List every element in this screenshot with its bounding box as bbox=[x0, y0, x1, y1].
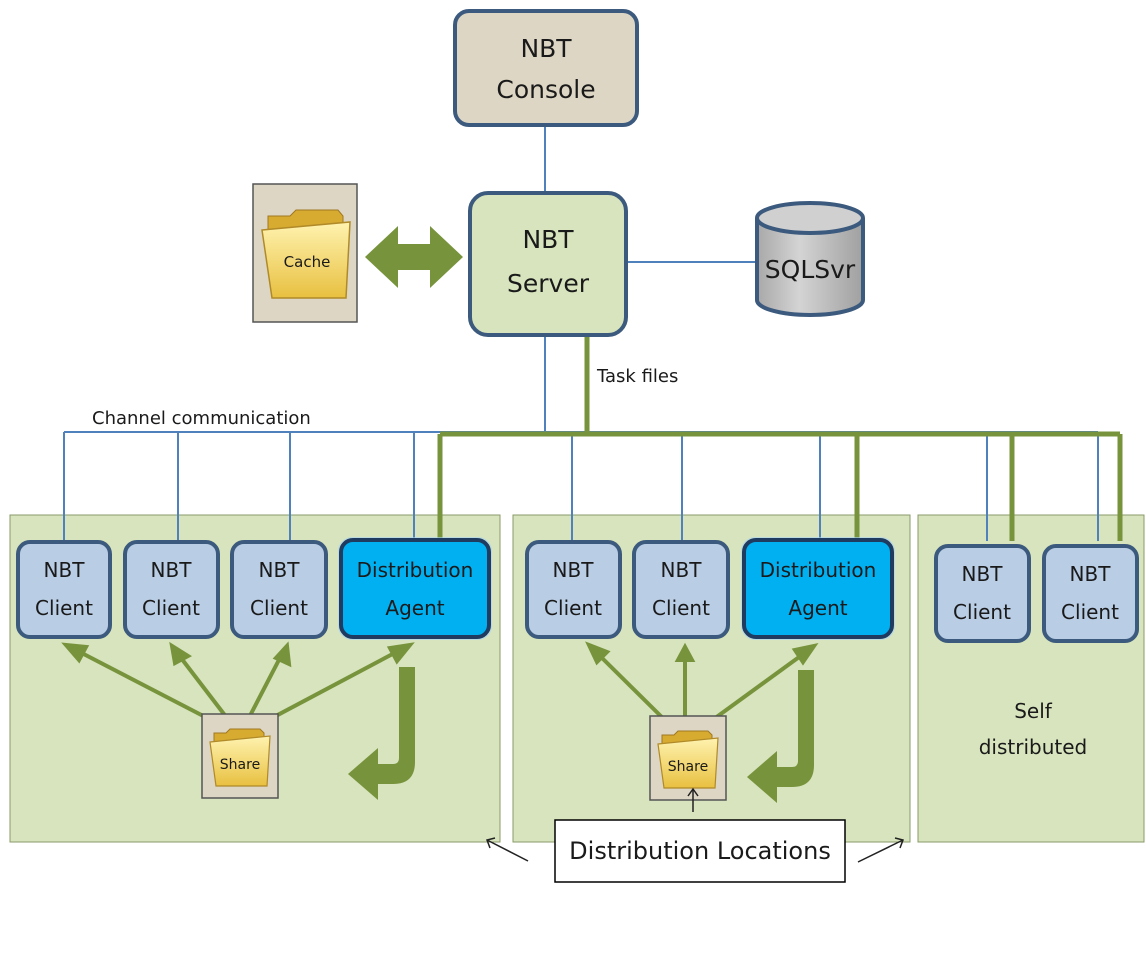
distribution-agent-node: Distribution Agent bbox=[338, 537, 492, 640]
share-label: Share bbox=[220, 757, 260, 773]
svg-text:NBT: NBT bbox=[522, 225, 574, 254]
share-label: Share bbox=[668, 759, 708, 775]
distribution-locations-callout: Distribution Locations bbox=[486, 787, 904, 883]
task-files-label: Task files bbox=[596, 366, 678, 387]
svg-text:Client: Client bbox=[953, 600, 1011, 624]
agent-to-share-curved-arrow bbox=[747, 670, 814, 803]
pointer-arrow-left bbox=[486, 839, 529, 862]
svg-text:NBT: NBT bbox=[661, 558, 703, 582]
nbt-client-node: NBT Client bbox=[123, 540, 220, 639]
svg-text:Client: Client bbox=[1061, 600, 1119, 624]
svg-text:NBT: NBT bbox=[962, 562, 1004, 586]
database-icon: SQLSvr bbox=[755, 201, 865, 317]
self-distributed-label: Self bbox=[1014, 699, 1053, 723]
folder-icon bbox=[261, 209, 351, 299]
channel-communication-label: Channel communication bbox=[92, 408, 311, 429]
svg-text:Agent: Agent bbox=[385, 596, 444, 620]
nbt-client-node: NBT Client bbox=[16, 540, 112, 639]
task-file-lines bbox=[437, 335, 1123, 541]
svg-text:NBT: NBT bbox=[520, 34, 572, 63]
svg-text:Client: Client bbox=[544, 596, 602, 620]
svg-text:Agent: Agent bbox=[788, 596, 847, 620]
nbt-client-node: NBT Client bbox=[525, 540, 622, 639]
nbt-server-node: NBT Server bbox=[468, 191, 628, 337]
nbt-console-node: NBT Console bbox=[453, 9, 639, 127]
svg-text:NBT: NBT bbox=[259, 558, 301, 582]
nbt-client-node: NBT Client bbox=[632, 540, 730, 639]
svg-text:Distribution: Distribution bbox=[760, 558, 877, 582]
svg-text:Client: Client bbox=[250, 596, 308, 620]
cache-node: Cache bbox=[252, 183, 358, 323]
folder-icon bbox=[209, 728, 271, 787]
share-node: Share bbox=[649, 715, 727, 801]
svg-text:Client: Client bbox=[652, 596, 710, 620]
svg-text:Client: Client bbox=[35, 596, 93, 620]
cache-server-double-arrow bbox=[365, 226, 463, 288]
distribution-locations-label: Distribution Locations bbox=[569, 837, 831, 865]
agent-to-share-curved-arrow bbox=[348, 667, 415, 800]
svg-text:Distribution: Distribution bbox=[357, 558, 474, 582]
pointer-arrow-right bbox=[857, 839, 904, 863]
nbt-client-node: NBT Client bbox=[230, 540, 328, 639]
nbt-client-node: NBT Client bbox=[934, 544, 1031, 643]
self-distributed-label: distributed bbox=[979, 735, 1088, 759]
svg-text:NBT: NBT bbox=[553, 558, 595, 582]
folder-icon bbox=[657, 730, 719, 789]
svg-text:Console: Console bbox=[496, 75, 595, 104]
svg-text:Client: Client bbox=[142, 596, 200, 620]
svg-text:NBT: NBT bbox=[44, 558, 86, 582]
svg-text:NBT: NBT bbox=[1070, 562, 1112, 586]
nbt-client-node: NBT Client bbox=[1042, 544, 1139, 643]
sqlsvr-label: SQLSvr bbox=[765, 255, 856, 284]
svg-text:Server: Server bbox=[507, 269, 590, 298]
cache-label: Cache bbox=[284, 253, 331, 271]
share-node: Share bbox=[201, 713, 279, 799]
svg-text:NBT: NBT bbox=[151, 558, 193, 582]
distribution-agent-node: Distribution Agent bbox=[741, 537, 895, 640]
